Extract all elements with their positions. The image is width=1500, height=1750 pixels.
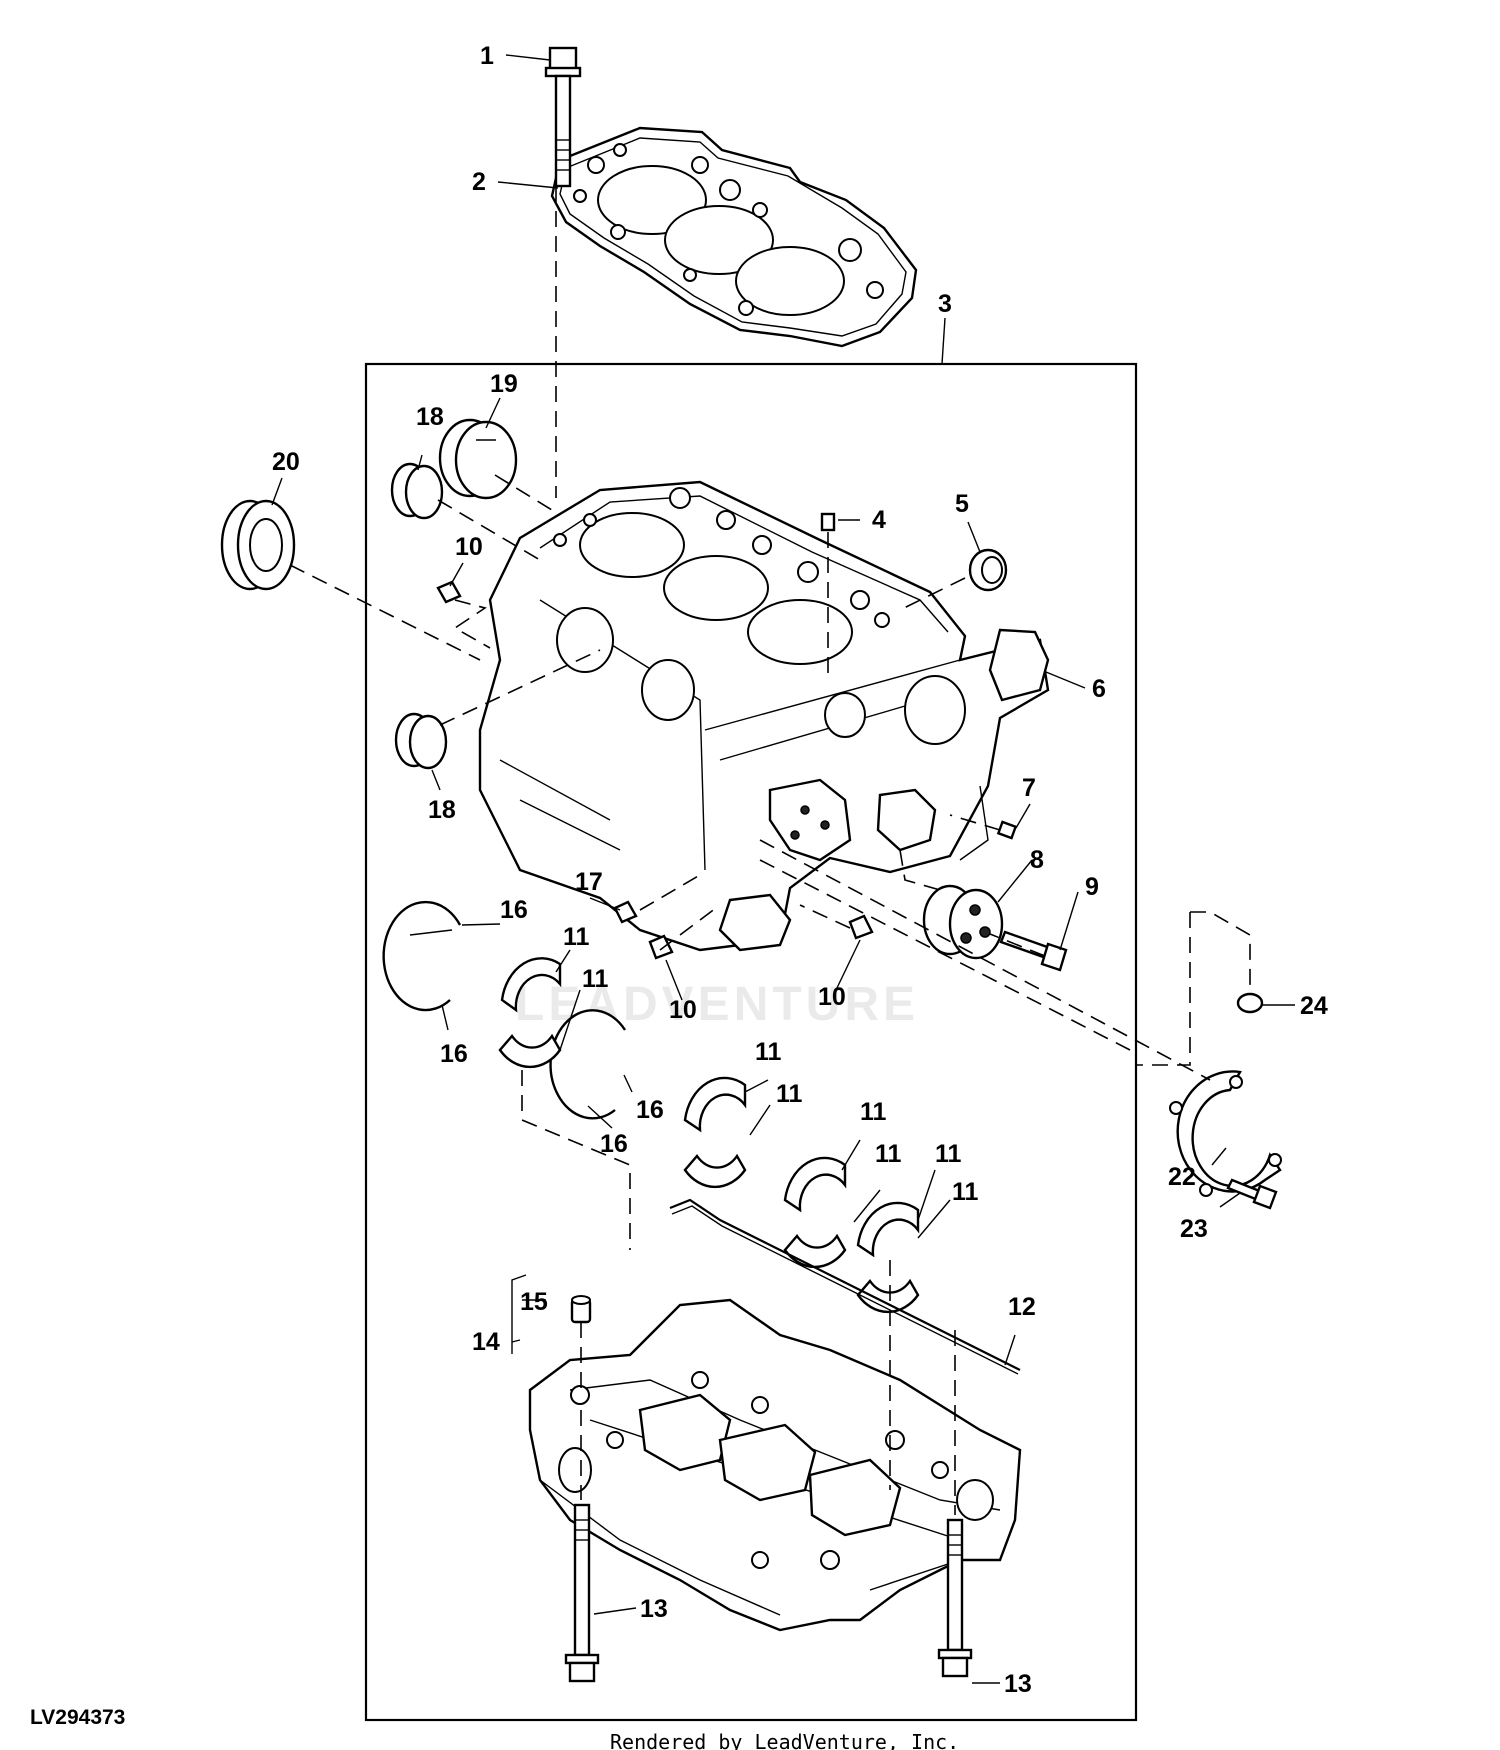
callout-10-upper: 10 — [455, 533, 483, 561]
callout-5: 5 — [955, 490, 969, 518]
callout-8: 8 — [1030, 846, 1044, 874]
callout-24: 24 — [1300, 992, 1328, 1020]
callout-20: 20 — [272, 448, 300, 476]
dowel-pin — [570, 1295, 592, 1324]
main-bearing-4 — [856, 1201, 920, 1314]
callout-11-a: 11 — [563, 923, 590, 951]
front-cover-gasket — [1169, 1070, 1282, 1197]
plug-10-lower-left — [648, 934, 674, 960]
pin-7 — [996, 820, 1018, 840]
leader-lines — [271, 54, 1295, 1684]
plug-4 — [820, 512, 836, 532]
seal-18-upper — [390, 462, 444, 520]
assembly-frame — [364, 362, 1138, 1722]
bolt-9 — [999, 930, 1068, 972]
rear-oil-seal — [220, 499, 296, 591]
callout-12: 12 — [1008, 1293, 1036, 1321]
lower-crankcase — [528, 1298, 1022, 1632]
o-ring — [1236, 992, 1264, 1014]
callout-10-lower-left: 10 — [669, 996, 697, 1024]
callout-4: 4 — [872, 506, 886, 534]
callout-16-b: 16 — [440, 1040, 468, 1068]
bolt-23 — [1226, 1178, 1278, 1210]
plug-19 — [438, 418, 518, 500]
crankcase-bolt-left — [564, 1503, 600, 1683]
oil-filter — [922, 884, 1004, 960]
callout-23: 23 — [1180, 1215, 1208, 1243]
plug-5 — [968, 548, 1008, 592]
main-bearing-2 — [683, 1076, 747, 1189]
callout-2: 2 — [472, 168, 486, 196]
callout-15: 15 — [520, 1288, 548, 1316]
callout-1: 1 — [480, 42, 494, 70]
callout-17: 17 — [575, 868, 603, 896]
callout-14: 14 — [472, 1328, 500, 1356]
callout-11-h: 11 — [952, 1178, 979, 1206]
callout-11-c: 11 — [755, 1038, 782, 1066]
callout-16-d: 16 — [600, 1130, 628, 1158]
plug-10-lower-right — [848, 914, 874, 940]
callout-11-f: 11 — [875, 1140, 902, 1168]
crankcase-bolt-right — [937, 1518, 973, 1678]
thrust-washer-16-upper — [382, 900, 462, 1012]
callout-18-lower: 18 — [428, 796, 456, 824]
head-gasket — [550, 126, 918, 348]
callout-13-left: 13 — [640, 1595, 668, 1623]
dipstick-tube — [669, 1198, 1021, 1375]
document-id: LV294373 — [30, 1706, 125, 1729]
callout-18-upper: 18 — [416, 403, 444, 431]
callout-10-lower-right: 10 — [818, 983, 846, 1011]
callout-19: 19 — [490, 370, 518, 398]
callout-9: 9 — [1085, 873, 1099, 901]
seal-18-lower — [394, 712, 448, 770]
callout-3: 3 — [938, 290, 952, 318]
callout-11-e: 11 — [860, 1098, 887, 1126]
callout-13-right: 13 — [1004, 1670, 1032, 1698]
callout-16-a: 16 — [500, 896, 528, 924]
plug-10-upper — [436, 580, 462, 604]
main-bearing-3 — [783, 1156, 847, 1269]
callouts: 1 2 3 4 5 6 7 8 9 10 10 10 11 11 11 11 1… — [272, 42, 1328, 1698]
callout-16-c: 16 — [636, 1096, 664, 1124]
callout-11-d: 11 — [776, 1080, 803, 1108]
callout-6: 6 — [1092, 675, 1106, 703]
plug-17 — [613, 900, 638, 924]
assembly-lines — [289, 474, 1251, 1515]
cylinder-block — [478, 480, 1050, 952]
head-bolt — [544, 46, 582, 188]
callout-11-b: 11 — [582, 965, 609, 993]
callout-7: 7 — [1022, 774, 1036, 802]
main-bearing-1 — [498, 957, 562, 1069]
footer-credit: Rendered by LeadVenture, Inc. — [610, 1730, 959, 1750]
callout-11-g: 11 — [935, 1140, 962, 1168]
callout-22: 22 — [1168, 1163, 1196, 1191]
thrust-washer-16-lower — [549, 1009, 627, 1120]
